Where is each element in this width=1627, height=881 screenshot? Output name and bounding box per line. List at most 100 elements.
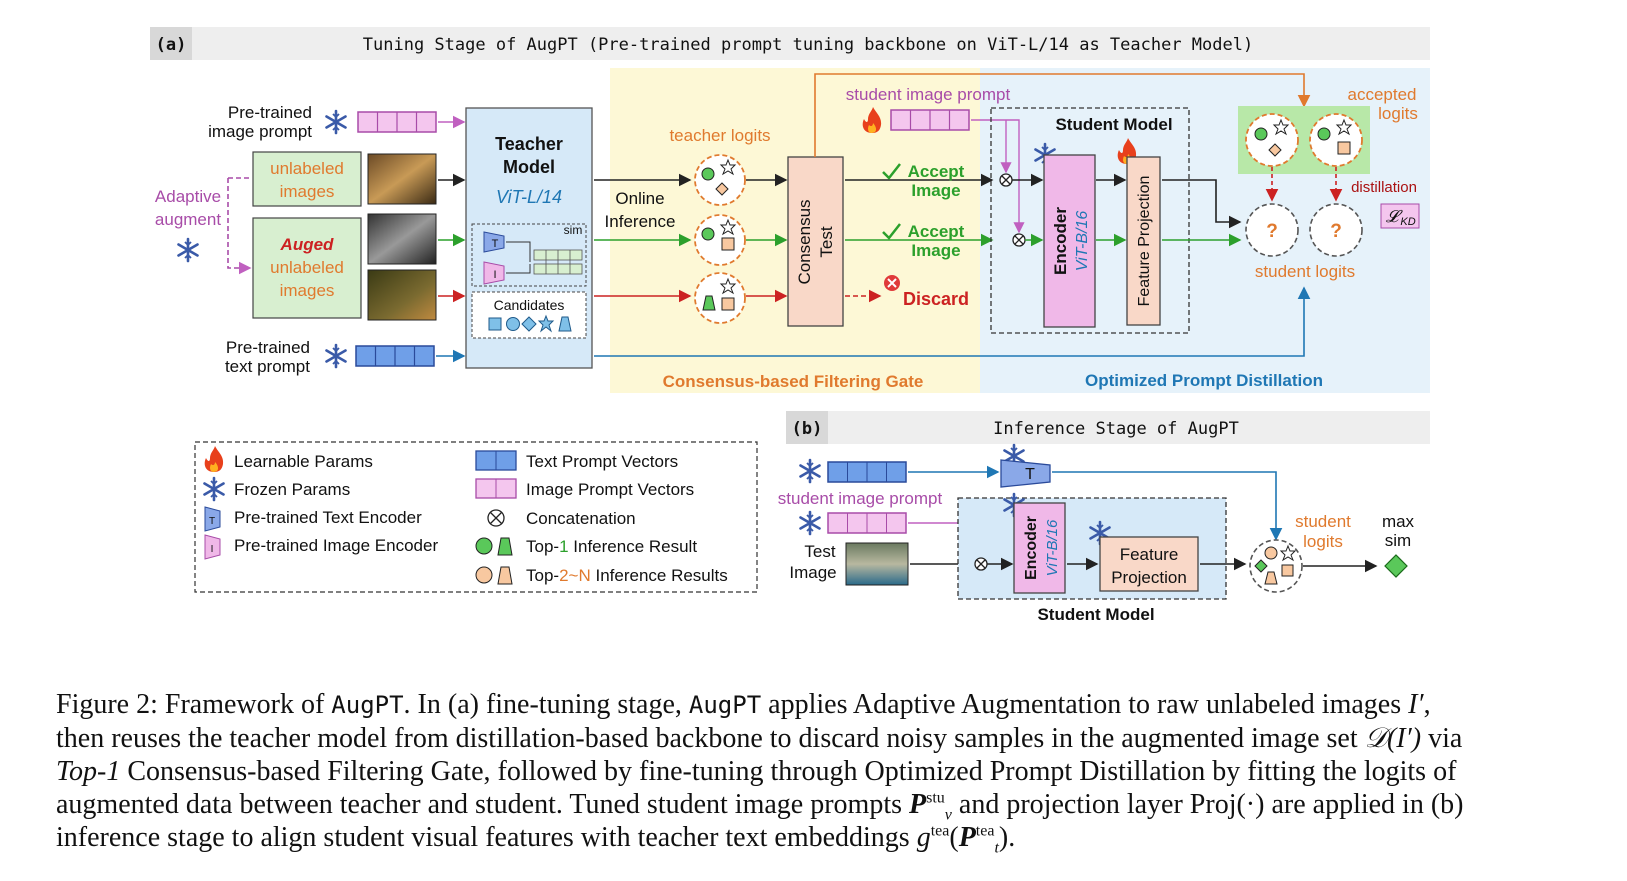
snowflake-icon <box>799 510 821 536</box>
pretrained-text-prompt-label-1: Pre-trained <box>226 338 310 357</box>
feature-projection-box-b <box>1099 536 1199 592</box>
test-image-label-2: Image <box>789 563 836 582</box>
accept-label-3: Accept <box>908 222 965 241</box>
panel-b-tag: (b) <box>792 419 823 439</box>
cheetah-gray-photo <box>367 213 437 265</box>
teacher-backbone: ViT-L/14 <box>496 187 562 207</box>
text-prompt-vectors-b <box>827 461 907 483</box>
teacher-model-label-1: Teacher <box>495 134 563 154</box>
auged-label-2: unlabeled <box>270 258 344 277</box>
candidates-label: Candidates <box>494 297 565 313</box>
student-backbone-b: ViT-B/16 <box>1044 519 1061 576</box>
legend-i-letter: I <box>211 544 214 555</box>
consensus-label-2: Test <box>817 226 836 257</box>
framework-figure: (a) Tuning Stage of AugPT (Pre-trained p… <box>150 27 1430 624</box>
consensus-label-1: Consensus <box>795 199 814 284</box>
consensus-test-box <box>787 156 844 327</box>
pretrained-image-prompt-label-1: Pre-trained <box>228 103 312 122</box>
accepted-logit-1 <box>1245 113 1299 167</box>
legend-frozen: Frozen Params <box>234 480 350 499</box>
text-encoder-icon <box>204 506 221 532</box>
snowflake-icon <box>799 458 821 484</box>
adaptive-augment-label-2: augment <box>155 210 221 229</box>
image-encoder-icon <box>204 534 221 560</box>
check-icon <box>882 223 901 240</box>
image-encoder-letter: I <box>493 269 496 281</box>
accept-label-4: Image <box>911 241 960 260</box>
student-logits-label: student logits <box>1255 262 1355 281</box>
pretrained-text-prompt-label-2: text prompt <box>225 357 310 376</box>
concat-icon <box>999 173 1013 187</box>
image-prompt-vectors <box>357 111 437 133</box>
student-backbone: ViT-B/16 <box>1074 211 1091 272</box>
test-image-photo <box>845 542 909 586</box>
legend-image-vectors: Image Prompt Vectors <box>526 480 694 499</box>
top1-circle-icon <box>475 537 493 555</box>
panel-a-tag: (a) <box>156 35 187 55</box>
text-encoder-letter-b: T <box>1025 466 1035 483</box>
student-logit-1 <box>1245 203 1299 257</box>
feature-projection-label-b-2: Projection <box>1111 568 1187 587</box>
test-image-label-1: Test <box>804 542 835 561</box>
sim-matrix <box>533 249 583 275</box>
top1-trapezoid-icon <box>497 537 513 556</box>
panel-a-header <box>150 27 1430 60</box>
legend-learnable: Learnable Params <box>234 452 373 471</box>
question-mark-1: ? <box>1266 221 1278 242</box>
student-logit-b <box>1249 539 1303 593</box>
legend-concat: Concatenation <box>526 509 636 528</box>
student-image-prompt-label-b: student image prompt <box>778 489 943 508</box>
concat-icon <box>1012 233 1026 247</box>
sim-block <box>471 223 587 287</box>
teacher-logit-1 <box>694 154 746 206</box>
top2-circle-icon <box>475 566 493 584</box>
legend-image-vectors-swatch <box>475 478 517 499</box>
panel-b-title: Inference Stage of AugPT <box>993 419 1239 439</box>
encoder-label: Encoder <box>1051 207 1070 275</box>
candidate-shapes <box>488 314 572 333</box>
encoder-label-b: Encoder <box>1023 516 1040 580</box>
legend-text-vectors-swatch <box>475 450 517 471</box>
snowflake-icon <box>325 109 347 135</box>
student-model-label: Student Model <box>1055 115 1172 134</box>
accepted-logit-2 <box>1309 113 1363 167</box>
image-encoder-icon <box>483 261 505 285</box>
teacher-logit-3 <box>694 272 746 324</box>
text-prompt-vectors <box>355 345 435 367</box>
student-image-prompt-vectors <box>890 109 970 131</box>
text-encoder-icon <box>483 231 505 253</box>
max-sim-label-2: sim <box>1385 531 1411 550</box>
legend-top1: Top-1 Inference Result <box>526 537 697 556</box>
student-model-box <box>990 107 1190 334</box>
feature-projection-box <box>1126 156 1161 326</box>
legend-text-vectors: Text Prompt Vectors <box>526 452 678 471</box>
feature-projection-label: Feature Projection <box>1136 176 1153 307</box>
discard-label: Discard <box>903 289 969 309</box>
student-logit-2 <box>1309 203 1363 257</box>
student-encoder-box <box>1043 154 1096 328</box>
snowflake-icon <box>325 343 347 369</box>
distill-label: Optimized Prompt Distillation <box>1085 371 1323 390</box>
accept-label-2: Image <box>911 181 960 200</box>
teacher-logits-label: teacher logits <box>669 126 770 145</box>
adaptive-augment-label-1: Adaptive <box>155 187 221 206</box>
panel-a-title: Tuning Stage of AugPT (Pre-trained promp… <box>363 35 1253 55</box>
snowflake-icon <box>177 237 199 263</box>
lkd-box <box>1380 203 1420 229</box>
accept-label-1: Accept <box>908 162 965 181</box>
teacher-model-label-2: Model <box>503 157 555 177</box>
legend-top2: Top-2~N Inference Results <box>526 566 728 585</box>
accepted-logits-label-1: accepted <box>1348 85 1417 104</box>
student-logits-label-b-2: logits <box>1303 532 1343 551</box>
pretrained-image-prompt-label-2: image prompt <box>208 122 312 141</box>
accepted-logits-label-2: logits <box>1378 104 1418 123</box>
check-icon <box>882 163 901 180</box>
sim-label: sim <box>564 223 583 237</box>
legend-t-letter: T <box>209 516 215 527</box>
concat-icon <box>974 557 988 571</box>
panel-b-header <box>786 411 1430 444</box>
figure-caption: Figure 2: Framework of AugPT. In (a) fin… <box>56 689 1464 857</box>
teacher-logit-2 <box>694 214 746 266</box>
discard-icon <box>884 275 900 291</box>
unlabeled-label-1: unlabeled <box>270 159 344 178</box>
